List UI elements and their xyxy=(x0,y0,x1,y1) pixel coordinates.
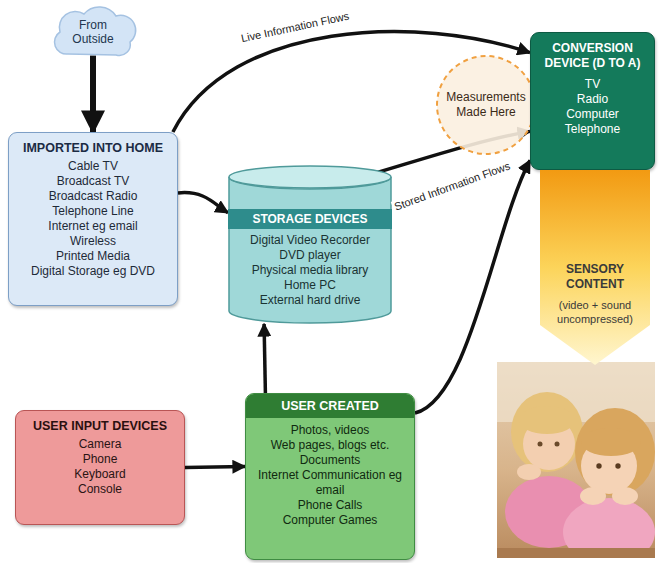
box-text: Documents xyxy=(252,453,408,468)
box-text: Physical media library xyxy=(232,263,388,278)
box-text: Telephone Line xyxy=(15,204,171,219)
box-text: Computer xyxy=(537,107,648,122)
box-text: (video + sound uncompressed) xyxy=(546,298,644,326)
flow-arrow xyxy=(264,324,265,393)
box-text: Phone xyxy=(22,452,178,467)
box-text: External hard drive xyxy=(232,293,388,308)
box-text: From Outside xyxy=(68,18,118,46)
box-heading: SENSORY CONTENT xyxy=(546,262,644,292)
box-heading: USER INPUT DEVICES xyxy=(22,419,178,433)
input-box: USER INPUT DEVICES CameraPhoneKeyboardCon… xyxy=(15,410,185,525)
box-text: Phone Calls xyxy=(252,498,408,513)
flow-arrow xyxy=(90,56,96,132)
box-text: Keyboard xyxy=(22,467,178,482)
box-heading: CONVERSION DEVICE (D TO A) xyxy=(537,41,648,71)
flow-label: Live Information Flows xyxy=(238,9,352,44)
box-heading: STORAGE DEVICES xyxy=(228,209,392,229)
outside-cloud: From Outside xyxy=(50,4,136,60)
box-text: Internet eg email xyxy=(15,219,171,234)
box-text: Internet Communication eg email xyxy=(252,468,408,498)
box-text: TV xyxy=(537,77,648,92)
box-text: Camera xyxy=(22,437,178,452)
box-text: Radio xyxy=(537,92,648,107)
flow-label: Stored Information Flows xyxy=(391,159,514,213)
flow-arrow xyxy=(178,193,228,213)
flow-arrow xyxy=(185,466,245,467)
import-box: IMPORTED INTO HOME Cable TVBroadcast TVBr… xyxy=(8,132,178,306)
box-heading: USER CREATED xyxy=(246,394,414,418)
children-photo xyxy=(497,362,655,558)
box-text: Web pages, blogs etc. xyxy=(252,438,408,453)
box-text: Broadcast Radio xyxy=(15,189,171,204)
box-text: Photos, videos xyxy=(252,423,408,438)
box-text: Telephone xyxy=(537,122,648,137)
conversion-box: CONVERSION DEVICE (D TO A) TVRadioCompute… xyxy=(530,32,655,170)
box-text: Digital Storage eg DVD xyxy=(15,264,171,279)
box-text: Printed Media xyxy=(15,249,171,264)
box-text: Home PC xyxy=(232,278,388,293)
measurement-circle: Measurements Made Here xyxy=(436,55,536,155)
box-text: Measurements Made Here xyxy=(444,90,528,120)
box-text: Console xyxy=(22,482,178,497)
box-text: Wireless xyxy=(15,234,171,249)
box-text: Digital Video Recorder xyxy=(232,233,388,248)
box-text: Computer Games xyxy=(252,513,408,528)
box-text: Broadcast TV xyxy=(15,174,171,189)
storage-cylinder: STORAGE DEVICES Digital Video RecorderDVD… xyxy=(228,165,392,324)
box-text: DVD player xyxy=(232,248,388,263)
box-text: Cable TV xyxy=(15,159,171,174)
sensory-arrow: SENSORY CONTENT (video + sound uncompress… xyxy=(540,170,650,365)
user-created-box: USER CREATED Photos, videosWeb pages, blo… xyxy=(245,393,415,560)
box-heading: IMPORTED INTO HOME xyxy=(15,141,171,155)
